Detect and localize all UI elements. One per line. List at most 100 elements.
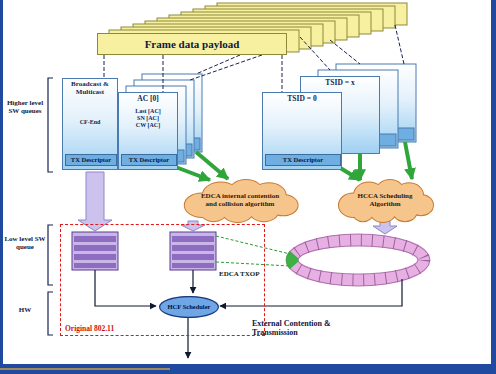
payload-pointer xyxy=(163,55,164,92)
queue-slot xyxy=(74,254,116,260)
payload-pointer xyxy=(330,40,360,64)
payload-frame: Frame data payload xyxy=(97,33,287,55)
node-body: Original 802.11 xyxy=(61,225,264,335)
payload-pointer xyxy=(190,55,262,80)
payload-pointer xyxy=(282,55,283,92)
node-text: HCF Scheduler xyxy=(165,303,213,310)
node-text: Original 802.11 xyxy=(65,325,260,333)
contention-cloud: EDCA internal contention and collision a… xyxy=(180,180,300,222)
payload-pointer xyxy=(300,37,330,70)
node-text: AC [0] xyxy=(121,95,175,103)
node-body: Frame data payload xyxy=(98,34,286,54)
payload-pointer xyxy=(395,25,404,64)
ring-outline xyxy=(298,246,418,274)
node-text: TX Descriptor xyxy=(267,156,339,163)
slide-panel xyxy=(3,0,491,364)
txop-sector xyxy=(292,255,294,265)
descriptor-band: TX Descriptor xyxy=(65,154,117,166)
level-bracket xyxy=(48,225,53,285)
descriptor-band: TX Descriptor xyxy=(121,154,177,166)
level-label: Low level SW queue xyxy=(4,236,46,252)
node-text-block: TX Descriptor xyxy=(67,156,115,163)
node-text-block: HCF Scheduler xyxy=(165,303,213,310)
low-level-queue xyxy=(72,232,118,270)
node-text: HCCA Scheduling Algorithm xyxy=(351,193,419,209)
txop-label: EDCA TXOP xyxy=(219,271,265,279)
node-text: EDCA internal contention and collision a… xyxy=(196,193,284,209)
queue-slot xyxy=(172,263,214,268)
node-text: Broadcast & Multicast xyxy=(65,81,115,97)
node-text-block: AC [0] Last [AC]SN [AC]CW [AC] xyxy=(121,95,175,129)
queue-box: TSID = 0 TX Descriptor xyxy=(262,92,342,170)
payload-pointer xyxy=(104,55,105,78)
node-body: TX Descriptor xyxy=(66,155,116,165)
queue-transfer-arrow xyxy=(78,172,112,231)
queue-transfer-arrow xyxy=(181,221,205,231)
scheduler-wire xyxy=(95,270,156,306)
txop-label: EDCA TXOP xyxy=(219,271,265,279)
level-bracket xyxy=(48,78,53,335)
queue-slot xyxy=(172,254,214,260)
node-text-block: TSID = x xyxy=(303,79,377,87)
node-text-block: EDCA internal contention and collision a… xyxy=(196,193,284,209)
transmit-wire xyxy=(187,317,188,358)
scheduler-wire xyxy=(95,270,402,358)
node-body: EDCA internal contention and collision a… xyxy=(180,180,300,222)
standard-region: Original 802.11 HCF Scheduler xyxy=(60,224,265,336)
descriptor-arrow xyxy=(173,166,210,180)
low-level-queue xyxy=(170,232,216,270)
node-text: Frame data payload xyxy=(102,38,282,50)
ring-outline xyxy=(286,234,430,286)
descriptor-arrow xyxy=(358,154,362,180)
scheduling-ring xyxy=(292,240,424,280)
node-text: CF-End xyxy=(65,119,115,126)
node-body: HCF Scheduler xyxy=(159,296,219,318)
level-bracket xyxy=(48,292,53,335)
node-text-block: Frame data payload xyxy=(102,38,282,50)
node-text: SN [AC] xyxy=(121,115,175,122)
ring-slot xyxy=(292,240,424,280)
scheduler-wire xyxy=(192,270,193,293)
level-label: Higher level SW queues xyxy=(4,100,46,116)
slide-rule xyxy=(0,368,170,370)
scheduler-wire xyxy=(220,279,402,306)
txop-pointer xyxy=(216,262,290,266)
transmission-label: External Contention & Transmission xyxy=(252,320,352,338)
queue-slot xyxy=(74,245,116,251)
node-text-block: TX Descriptor xyxy=(267,156,339,163)
node-text: Last [AC] xyxy=(121,108,175,115)
queue-slot xyxy=(172,236,214,242)
queue-slot xyxy=(74,263,116,268)
node-body: TX Descriptor xyxy=(266,155,340,165)
level-label: HW xyxy=(4,307,46,315)
scheduler-ellipse: HCF Scheduler xyxy=(159,296,219,318)
node-text: CW [AC] xyxy=(121,122,175,129)
node-text: TSID = 0 xyxy=(265,95,339,103)
scheduler-ellipse xyxy=(160,297,219,318)
level-label: HW xyxy=(4,307,46,315)
scheduling-arrow xyxy=(405,142,412,179)
level-bracket xyxy=(48,78,53,172)
node-body: TX Descriptor xyxy=(122,155,176,165)
queue-box: Broadcast & MulticastCF-End TX Descriptor xyxy=(62,78,118,170)
node-body: HCCA Scheduling Algorithm xyxy=(335,180,435,222)
node-text: TX Descriptor xyxy=(67,156,115,163)
descriptor-band: TX Descriptor xyxy=(265,154,341,166)
node-text-block: Original 802.11 xyxy=(65,325,260,333)
queue-slot xyxy=(172,245,214,251)
queue-slot xyxy=(74,236,116,242)
transmission-label: External Contention & Transmission xyxy=(252,320,352,338)
node-text-block: TX Descriptor xyxy=(123,156,175,163)
txop-pointer xyxy=(216,236,290,254)
node-text-block: HCCA Scheduling Algorithm xyxy=(351,193,419,209)
level-label: Low level SW queue xyxy=(4,236,46,252)
low-level-queue xyxy=(72,232,118,270)
node-text: TX Descriptor xyxy=(123,156,175,163)
level-label: Higher level SW queues xyxy=(4,100,46,116)
scheduling-cloud: HCCA Scheduling Algorithm xyxy=(335,180,435,222)
node-text-block: TSID = 0 xyxy=(265,95,339,103)
low-level-queue xyxy=(170,232,216,270)
node-text: TSID = x xyxy=(303,79,377,87)
